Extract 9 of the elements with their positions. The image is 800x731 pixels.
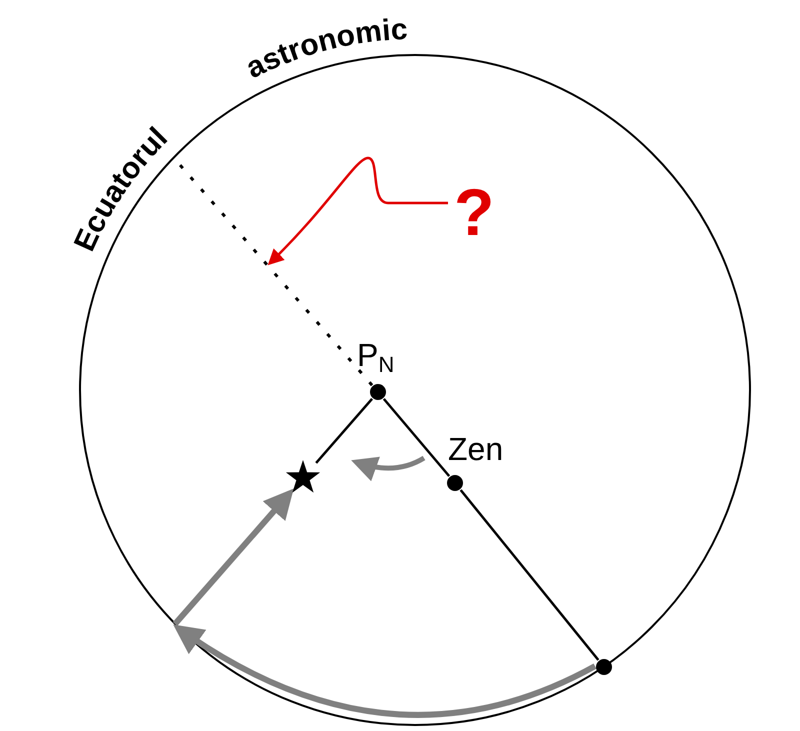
arrow: [172, 488, 294, 626]
arrow: [173, 624, 596, 718]
point-label: P$_{N}$: [357, 338, 394, 379]
question-mark: ?: [454, 175, 494, 249]
point-label: Zen: [448, 432, 504, 466]
line: [460, 489, 600, 661]
leader-arrow: [268, 156, 448, 266]
dotted-line: [178, 164, 374, 386]
line: [382, 398, 450, 477]
